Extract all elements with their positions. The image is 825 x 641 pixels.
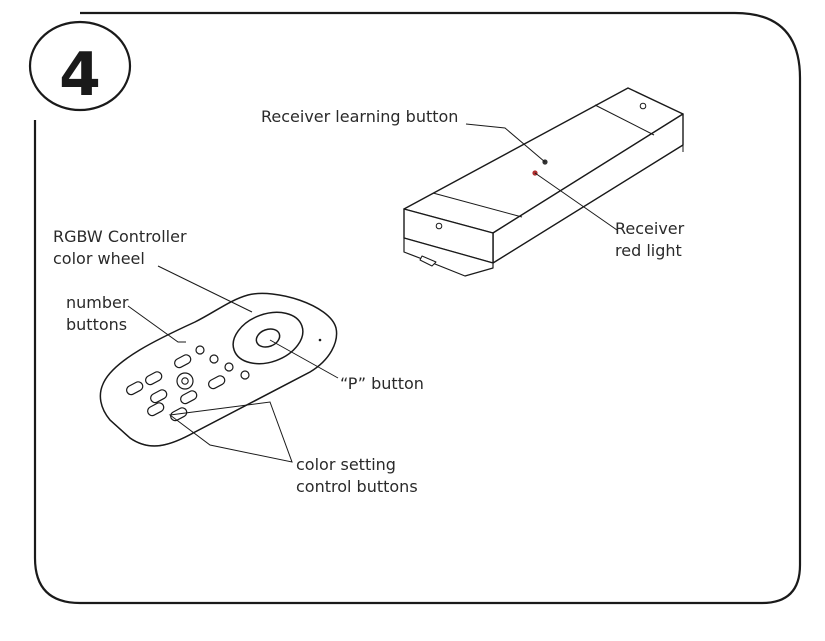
power-icon: [181, 377, 189, 385]
screw-hole: [639, 102, 647, 110]
number-button: [195, 345, 205, 355]
step-number: 4: [59, 40, 101, 110]
step-badge-circle: [28, 20, 132, 112]
color-wheel-label-line2: color wheel: [53, 249, 145, 268]
leader-red-light: [534, 172, 618, 231]
number-button: [224, 362, 234, 372]
color-setting-button: [145, 371, 163, 386]
power-button: [176, 372, 194, 390]
leader-color-wheel: [157, 265, 253, 313]
number-button: [240, 370, 250, 380]
number-buttons-label-line1: number: [66, 293, 129, 312]
panel-border: [33, 11, 802, 605]
remote-leader-lines: [127, 265, 339, 463]
color-setting-button: [147, 402, 165, 417]
receiver-red-light-label-line1: Receiver: [615, 219, 685, 238]
color-setting-label-line2: control buttons: [296, 477, 418, 496]
color-setting-button: [150, 389, 168, 404]
number-button: [209, 354, 219, 364]
remote-controller: [99, 292, 338, 447]
leader-lines: [465, 123, 618, 231]
color-wheel-label-line1: RGBW Controller: [53, 227, 187, 246]
remote-indicator: [318, 338, 322, 342]
screw-hole: [435, 222, 443, 230]
receiver-red-light-label-line2: red light: [615, 241, 682, 260]
leader-learning-button: [465, 123, 546, 163]
p-button-label: “P” button: [340, 374, 424, 393]
color-setting-button: [174, 354, 192, 369]
color-setting-button: [208, 375, 226, 390]
color-setting-label-line1: color setting: [296, 455, 396, 474]
color-setting-callout: [168, 401, 293, 463]
leader-number-buttons: [127, 305, 186, 343]
color-setting-button: [180, 390, 198, 405]
remote-body: [99, 292, 338, 447]
receiver-learning-button-label: Receiver learning button: [261, 107, 459, 126]
number-buttons-label-line2: buttons: [66, 315, 128, 334]
color-setting-button: [126, 381, 144, 396]
leader-p-button: [269, 339, 339, 379]
